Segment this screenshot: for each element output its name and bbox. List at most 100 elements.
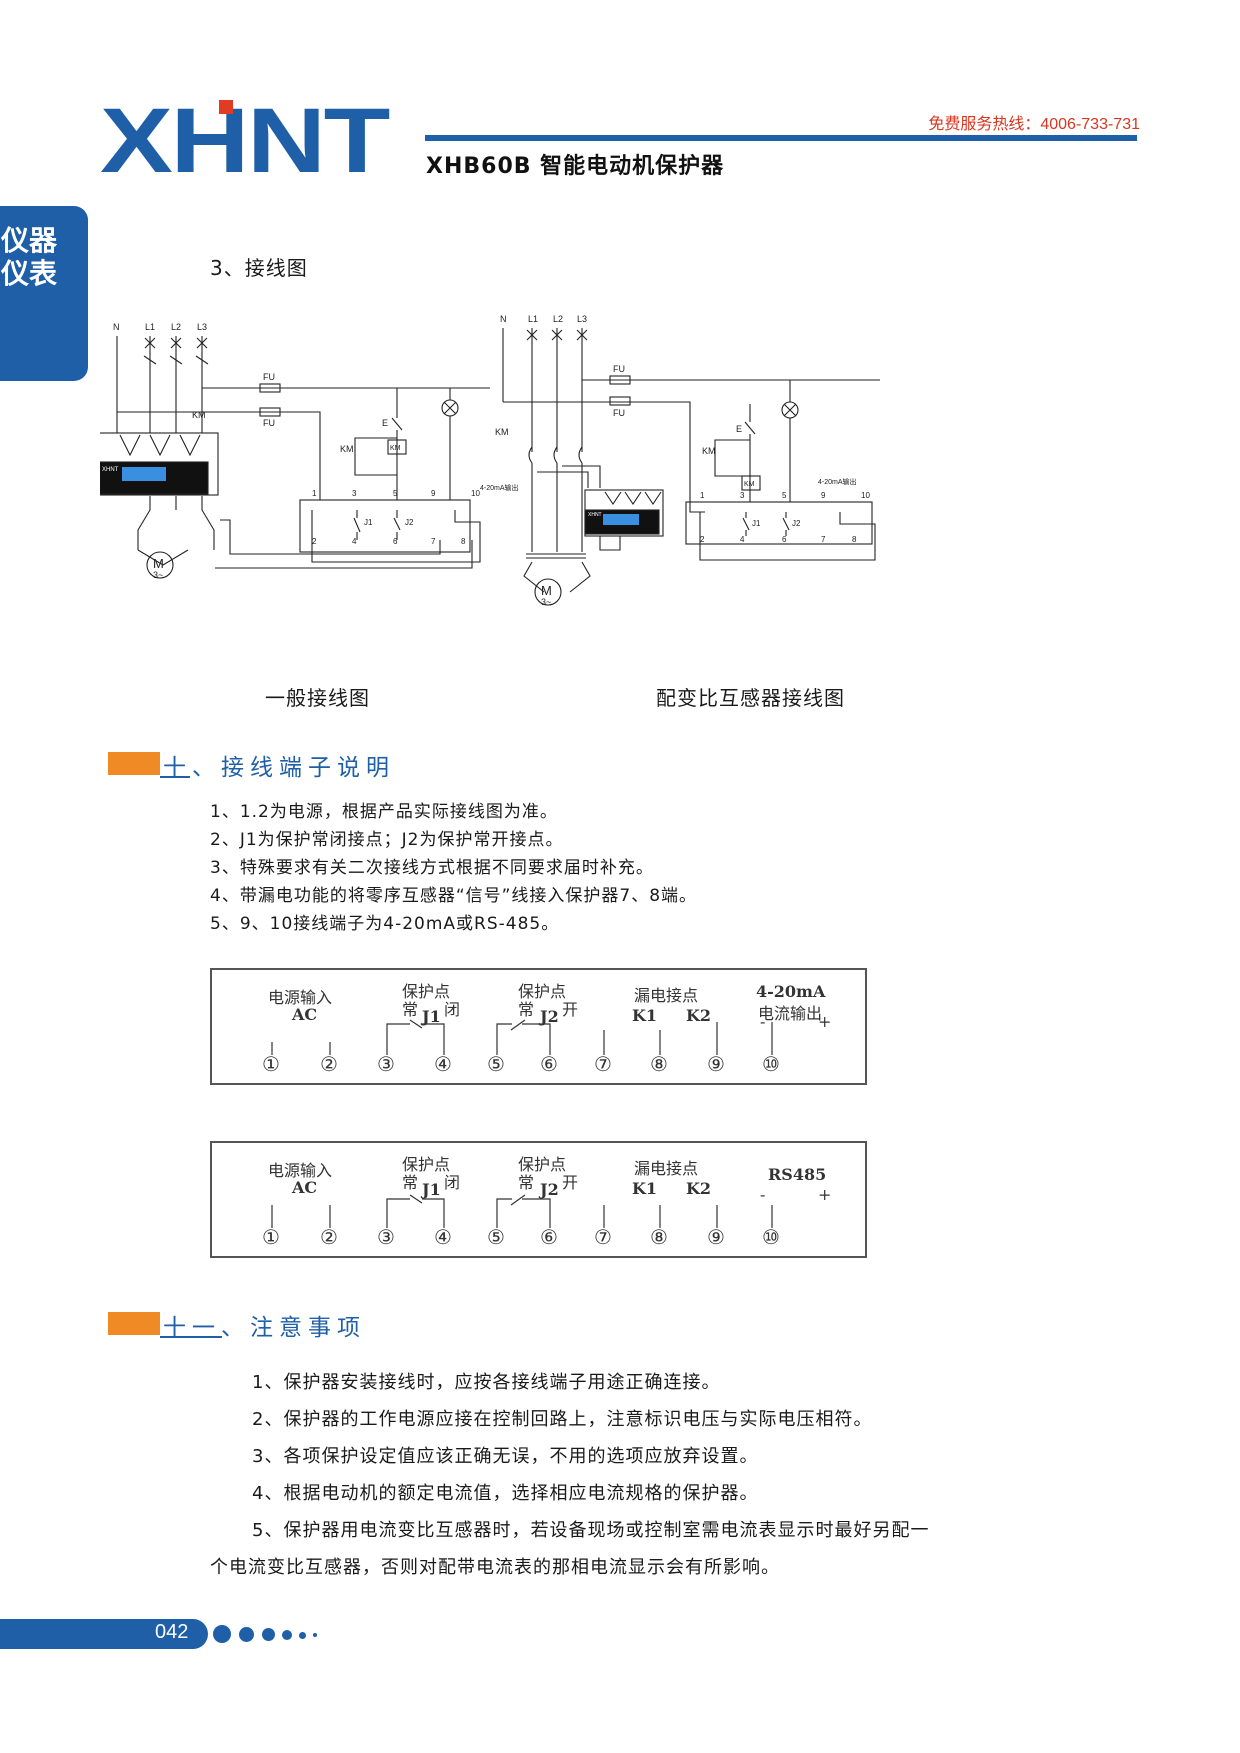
terminal-block-rs485: 电源输入 AC 保护点 常 闭 J1 保护点 常 开 J2 漏电接点 K1 K2… <box>210 1141 867 1258</box>
section11-item-2: 2、保护器的工作电源应接在控制回路上，注意标识电压与实际电压相符。 <box>252 1409 873 1430</box>
ct-wiring-diagram: N L1 L2 L3 FU FU KM E KM KM 4-20mA输出 1 3… <box>495 314 880 607</box>
term-5-label-2: 5 <box>782 491 787 500</box>
motor-label-1: M <box>153 556 164 571</box>
tb1-j2-top: 保护点 <box>518 982 567 1001</box>
section10-item-1: 1、1.2为电源，根据产品实际接线图为准。 <box>210 802 558 822</box>
tb2-num-9: ⑨ <box>707 1225 725 1249</box>
label-n-2: N <box>500 314 507 324</box>
terminal-block-4-20ma: 电源输入 AC 保护点 常 闭 J1 保护点 常 开 J2 漏电接点 K1 K2… <box>210 968 867 1085</box>
term-6-label-2: 6 <box>782 535 787 544</box>
section11-item-4: 4、根据电动机的额定电流值，选择相应电流规格的保护器。 <box>252 1483 759 1504</box>
tb1-plus: + <box>818 1012 832 1031</box>
section10-item-2: 2、J1为保护常闭接点；J2为保护常开接点。 <box>210 830 564 850</box>
page-number: 042 <box>155 1621 189 1643</box>
tb2-num-1: ① <box>262 1225 280 1249</box>
term-8-label-2: 8 <box>852 535 857 544</box>
tb1-num-3: ③ <box>377 1052 395 1076</box>
label-km-main-2: KM <box>495 427 509 437</box>
header-rule <box>425 135 1137 141</box>
service-hotline: 免费服务热线：4006-733-731 <box>928 116 1140 133</box>
tb2-k1: K1 <box>632 1179 658 1198</box>
label-fu-3: FU <box>613 364 625 374</box>
term-7-label-2: 7 <box>821 535 826 544</box>
tb2-num-3: ③ <box>377 1225 395 1249</box>
tb1-leak-label: 漏电接点 <box>634 986 699 1005</box>
label-n: N <box>113 322 120 332</box>
j2-label-1: J2 <box>405 518 414 527</box>
label-e-2: E <box>736 424 742 434</box>
tb2-j1-top: 保护点 <box>402 1155 451 1174</box>
motor-sub-label-2: 3~ <box>541 597 551 607</box>
tb1-out-label: 4-20mA <box>756 982 826 1001</box>
label-km-2: KM <box>702 446 716 456</box>
label-ma-out-1: 4-20mA输出 <box>480 483 519 492</box>
tb1-j2-name: J2 <box>540 1007 559 1026</box>
label-fu-2: FU <box>263 418 275 428</box>
tb1-j1-top: 保护点 <box>402 982 451 1001</box>
tb1-k1: K1 <box>632 1006 658 1025</box>
term-3-label: 3 <box>352 489 357 498</box>
footer-dot <box>299 1632 306 1639</box>
term-10-label-2: 10 <box>861 491 870 500</box>
tb2-out-label: RS485 <box>768 1165 827 1184</box>
term-8-label: 8 <box>461 537 466 546</box>
section10-item-3: 3、特殊要求有关二次接线方式根据不同要求届时补充。 <box>210 858 654 878</box>
footer-dot <box>262 1628 275 1641</box>
j2-label-2: J2 <box>792 519 801 528</box>
label-l1-2: L1 <box>528 314 538 324</box>
caption-general-wiring: 一般接线图 <box>265 686 370 710</box>
tb1-out-sub: 电流输出 <box>758 1004 823 1023</box>
device-brand-2: XHNT <box>588 512 602 518</box>
tb1-j1-name: J1 <box>422 1007 441 1026</box>
label-fu-1: FU <box>263 372 275 382</box>
footer-dot <box>282 1630 292 1640</box>
label-l3-2: L3 <box>577 314 587 324</box>
section11-item-5-cont: 个电流变比互感器，否则对配带电流表的那相电流显示会有所影响。 <box>210 1557 780 1578</box>
tb2-num-4: ④ <box>434 1225 452 1249</box>
label-l1: L1 <box>145 322 155 332</box>
section10-item-5: 5、9、10接线端子为4-20mA或RS-485。 <box>210 914 560 934</box>
section11-bar <box>108 1312 160 1335</box>
section11-underline <box>160 1336 222 1338</box>
tb1-num-2: ② <box>320 1052 338 1076</box>
xhnt-logo: XHNT <box>100 100 390 180</box>
term-1-label: 1 <box>312 489 317 498</box>
tb1-num-8: ⑧ <box>650 1052 668 1076</box>
tb2-j2-left: 常 <box>518 1173 535 1192</box>
footer-dot <box>213 1625 231 1643</box>
tb2-j2-name: J2 <box>540 1180 559 1199</box>
term-4-label-2: 4 <box>740 535 745 544</box>
tb1-j1-left: 常 <box>402 1000 419 1019</box>
device-brand-1: XHNT <box>102 467 119 473</box>
tb2-j2-top: 保护点 <box>518 1155 567 1174</box>
footer-dot <box>313 1633 317 1637</box>
tb2-power-sub: AC <box>292 1178 318 1197</box>
term-2-label: 2 <box>312 537 317 546</box>
j1-label-2: J1 <box>752 519 761 528</box>
wiring-heading: 3、接线图 <box>210 256 308 280</box>
tb1-num-10: ⑩ <box>762 1052 780 1076</box>
term-9-label: 9 <box>431 489 436 498</box>
term-2-label-2: 2 <box>700 535 705 544</box>
footer-dot <box>239 1627 254 1642</box>
tb2-num-2: ② <box>320 1225 338 1249</box>
product-title: XHB60B 智能电动机保护器 <box>426 154 725 179</box>
tb1-k2: K2 <box>686 1006 712 1025</box>
term-4-label: 4 <box>352 537 357 546</box>
logo-text: XHNT <box>100 100 390 180</box>
label-e-1: E <box>382 418 388 428</box>
term-5-label: 5 <box>393 489 398 498</box>
tb1-num-6: ⑥ <box>540 1052 558 1076</box>
page-number-bar <box>0 1619 208 1649</box>
tb1-num-9: ⑨ <box>707 1052 725 1076</box>
term-6-label: 6 <box>393 537 398 546</box>
tb2-num-10: ⑩ <box>762 1225 780 1249</box>
tb1-num-5: ⑤ <box>487 1052 505 1076</box>
tb2-leak-label: 漏电接点 <box>634 1159 699 1178</box>
section10-underline <box>160 776 190 778</box>
tb2-power-label: 电源输入 <box>268 1161 333 1180</box>
motor-sub-label-1: 3~ <box>153 570 163 580</box>
label-l2: L2 <box>171 322 181 332</box>
wiring-diagrams: N L1 L2 L3 FU FU E KM KM 4-20mA输出 1 <box>100 314 880 607</box>
tb1-power-sub: AC <box>292 1005 318 1024</box>
